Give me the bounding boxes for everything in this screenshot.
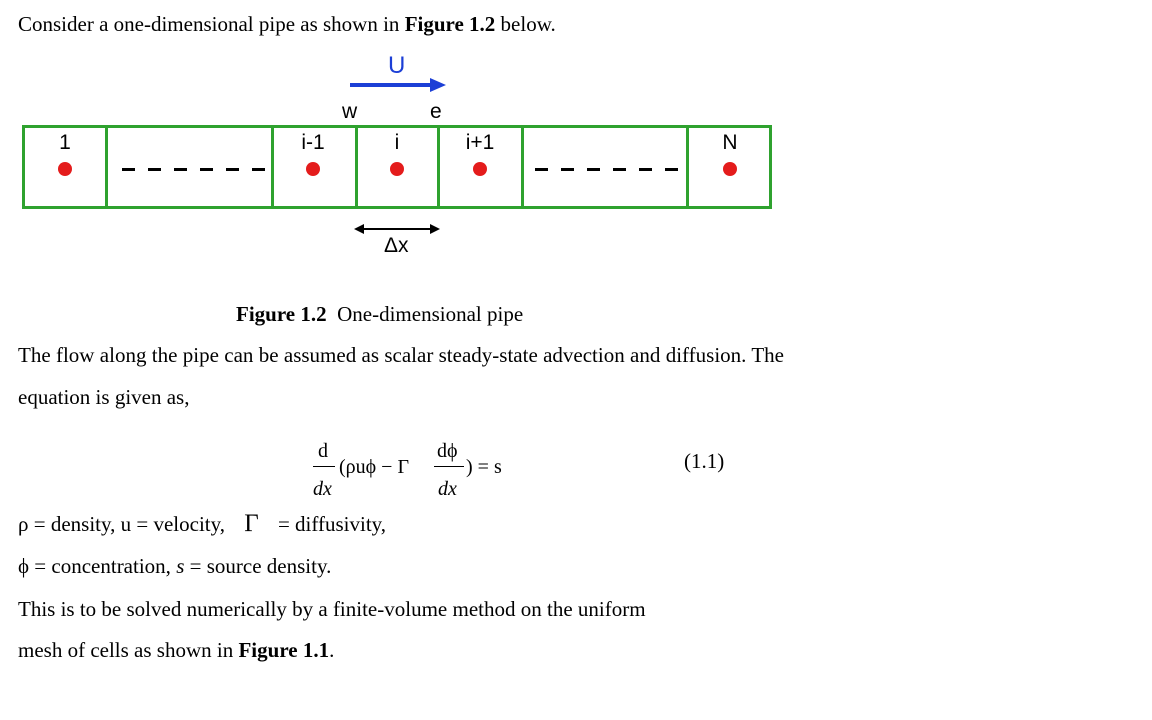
- cell-divider: [686, 125, 689, 209]
- paragraph-intro: The flow along the pipe can be assumed a…: [18, 343, 784, 409]
- velocity-arrow-icon: [350, 78, 446, 92]
- node-label-i-plus-1: i+1: [465, 131, 495, 154]
- method-line-2: mesh of cells as shown in Figure 1.1.: [18, 638, 334, 663]
- equation-number: (1.1): [684, 449, 725, 473]
- face-e-label: e: [430, 100, 442, 123]
- intro-text: Consider a one-dimensional pipe as shown…: [18, 12, 556, 37]
- eq-d-denominator: dx: [313, 478, 332, 500]
- eq-middle: (ρuϕ − Γ: [339, 456, 410, 478]
- caption-text: One-dimensional pipe: [337, 302, 524, 326]
- cell-divider: [271, 125, 274, 209]
- figure-ref: Figure 1.1: [238, 638, 330, 662]
- cell-divider: [355, 125, 358, 209]
- caption-label: Figure 1.2: [236, 302, 327, 326]
- defs-s-symbol: s: [176, 554, 185, 578]
- defs-source: = source density.: [184, 554, 332, 578]
- paragraph-method: This is to be solved numerically by a fi…: [18, 588, 784, 630]
- eq-dx-denominator: dx: [438, 478, 457, 500]
- cell-divider: [521, 125, 524, 209]
- definitions-line-2: ϕ = concentration, s = source density.: [18, 554, 331, 579]
- node-label-n: N: [722, 131, 738, 154]
- node-point: [306, 162, 320, 176]
- velocity-label: U: [388, 52, 406, 79]
- node-label-i-minus-1: i-1: [301, 131, 325, 154]
- method-line-2-end: .: [329, 638, 335, 662]
- delta-x-label: Δx: [384, 234, 409, 257]
- eq-d-numerator: d: [318, 440, 328, 462]
- intro-before: Consider a one-dimensional pipe as shown…: [18, 12, 405, 36]
- gamma-symbol: Γ: [244, 510, 259, 537]
- node-point: [58, 162, 72, 176]
- defs-density-velocity: ρ = density, u = velocity,: [18, 512, 225, 536]
- defs-diffusivity: = diffusivity,: [277, 512, 387, 536]
- eq-dphi-numerator: dϕ: [437, 440, 458, 462]
- node-point: [473, 162, 487, 176]
- method-line-2-text: mesh of cells as shown in: [18, 638, 239, 662]
- face-w-label: w: [342, 100, 358, 123]
- eq-fraction-bar: [313, 466, 335, 467]
- method-line-1: This is to be solved numerically by a fi…: [18, 597, 646, 621]
- cell-divider: [437, 125, 440, 209]
- double-arrow-icon: [354, 224, 440, 234]
- dashed-gap-right: [535, 168, 681, 171]
- dashed-gap-left: [122, 168, 268, 171]
- defs-concentration: ϕ = concentration,: [18, 554, 177, 578]
- eq-fraction-bar: [434, 466, 464, 467]
- node-label-1: 1: [59, 131, 71, 154]
- intro-after: below.: [495, 12, 556, 36]
- definitions-line-1: ρ = density, u = velocity, Γ = diffusivi…: [18, 510, 386, 538]
- eq-rhs: ) = s: [466, 456, 502, 478]
- figure-caption: Figure 1.2 One-dimensional pipe: [236, 302, 523, 327]
- node-point: [723, 162, 737, 176]
- cell-divider: [105, 125, 108, 209]
- node-point: [390, 162, 404, 176]
- pipe-outline: [22, 125, 772, 209]
- node-label-i: i: [394, 131, 400, 154]
- figure-ref: Figure 1.2: [404, 12, 496, 36]
